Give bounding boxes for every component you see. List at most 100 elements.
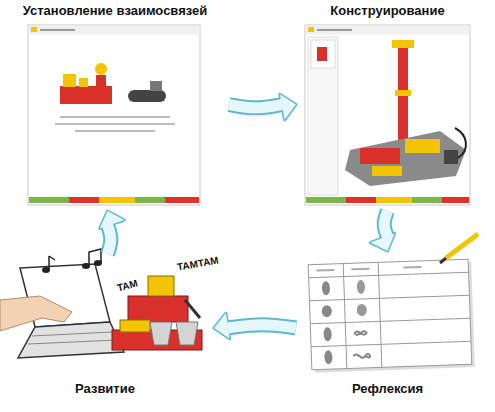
app-screenshot-part	[311, 40, 335, 68]
app-screenshot-part	[372, 166, 402, 176]
app-screenshot-part	[360, 148, 400, 164]
laptop-robot-scene-part	[0, 296, 72, 331]
stage-heading: Развитие	[75, 380, 135, 398]
reflection-sheet-part	[322, 281, 330, 295]
app-screenshot-part	[317, 29, 352, 31]
arrow-body	[229, 105, 282, 108]
stage-panel: Рефлексия	[300, 255, 475, 398]
app-screenshot-part	[29, 26, 200, 35]
laptop-robot-scene-part	[48, 256, 50, 270]
arrow-outline	[108, 225, 111, 254]
stage-heading: Установление взаимосвязей	[23, 2, 208, 20]
stage-heading: Конструирование	[330, 2, 444, 20]
arrow-body	[384, 211, 387, 237]
app-screenshot-part	[55, 123, 175, 125]
reflection-sheet-part	[357, 280, 365, 294]
app-screenshot-part	[444, 150, 458, 164]
app-screenshot-part	[308, 37, 338, 195]
reflection-sheet-part	[353, 354, 370, 358]
reflection-sheet-part	[324, 350, 332, 364]
app-screenshot-part	[306, 197, 346, 203]
app-screenshot-part	[29, 197, 69, 203]
app-screenshot-part	[346, 197, 376, 203]
sound-word: TAM	[115, 277, 140, 295]
arrow-head	[370, 233, 394, 251]
arrow-body	[108, 225, 111, 254]
arrow-outline	[384, 211, 387, 237]
reflection-sheet-part	[357, 304, 367, 316]
reflection-sheet-part	[351, 268, 369, 271]
app-screenshot-part	[455, 128, 466, 158]
laptop-robot-scene	[0, 249, 202, 358]
app-screenshot-part	[60, 86, 112, 104]
arrow-head-outline	[280, 94, 296, 120]
arrow-outline	[228, 325, 296, 328]
app-screenshot-part	[95, 63, 107, 75]
laptop-robot-scene-part	[28, 340, 117, 344]
laptop-robot-scene-part	[49, 256, 55, 260]
app-screenshot-part	[96, 75, 106, 87]
app-screenshot-part	[392, 40, 414, 48]
pencil	[440, 234, 478, 263]
app-screenshot-part	[75, 130, 155, 132]
app-screenshot-part	[165, 197, 199, 203]
stage-panel: Установление взаимосвязей	[5, 2, 225, 207]
laptop-robot-scene-part	[150, 322, 172, 345]
reflection-sheet-part	[355, 331, 367, 335]
reflection-sheet-part	[403, 266, 421, 269]
app-screenshot-part	[345, 131, 466, 186]
app-screenshot-part	[395, 90, 411, 96]
app-screenshot-part	[63, 74, 76, 87]
arrow-head	[280, 94, 296, 120]
laptop-robot-scene-part	[89, 249, 101, 266]
laptop-robot-scene-part	[128, 296, 188, 322]
reflection-sheet	[308, 259, 475, 373]
stage-panel: Конструирование	[300, 2, 475, 207]
reflection-sheet-part	[343, 264, 347, 369]
app-screenshot	[305, 25, 470, 205]
laptop-robot-scene-part	[120, 320, 150, 332]
reflection-sheet-part	[322, 305, 332, 317]
app-screenshot-part	[60, 116, 170, 118]
cycle-arrow	[100, 211, 125, 254]
sound-word: TAMTAM	[175, 254, 220, 273]
app-screenshot-part	[99, 197, 135, 203]
laptop-robot-scene-part	[185, 300, 200, 318]
app-screenshot-part	[376, 197, 412, 203]
app-screenshot-part	[306, 26, 470, 35]
app-screenshot-part	[79, 78, 88, 87]
reflection-sheet-part	[308, 259, 472, 370]
reflection-sheet-part	[310, 318, 470, 324]
arrow-outline	[229, 105, 282, 108]
app-screenshot-part	[305, 25, 470, 205]
app-screenshot-part	[31, 27, 37, 32]
app-screenshot-part	[135, 197, 165, 203]
arrow-head	[100, 211, 125, 228]
pencil-part	[446, 234, 478, 258]
app-screenshot-part	[442, 197, 469, 203]
laptop-robot-scene-part	[176, 322, 198, 345]
app-screenshot-part	[69, 197, 99, 203]
reflection-sheet-part	[311, 341, 471, 347]
pencil-part	[440, 258, 446, 263]
laptop-robot-scene-part	[32, 332, 112, 336]
reflection-sheet-part	[378, 262, 382, 367]
app-screenshot	[28, 25, 200, 205]
cycle-arrow	[214, 313, 296, 339]
reflection-sheet-part	[309, 295, 469, 301]
arrow-head	[214, 313, 230, 339]
reflection-sheet-part	[323, 327, 331, 341]
arrow-head-outline	[214, 313, 230, 339]
stage-heading: Рефлексия	[352, 380, 423, 398]
app-screenshot-part	[405, 139, 440, 153]
stage-panel: Развитие	[0, 258, 210, 398]
app-screenshot-part	[398, 46, 408, 154]
cycle-arrow	[370, 211, 394, 251]
app-screenshot-part	[308, 27, 314, 32]
reflection-sheet-part	[316, 269, 334, 272]
cycle-arrow	[229, 94, 296, 120]
